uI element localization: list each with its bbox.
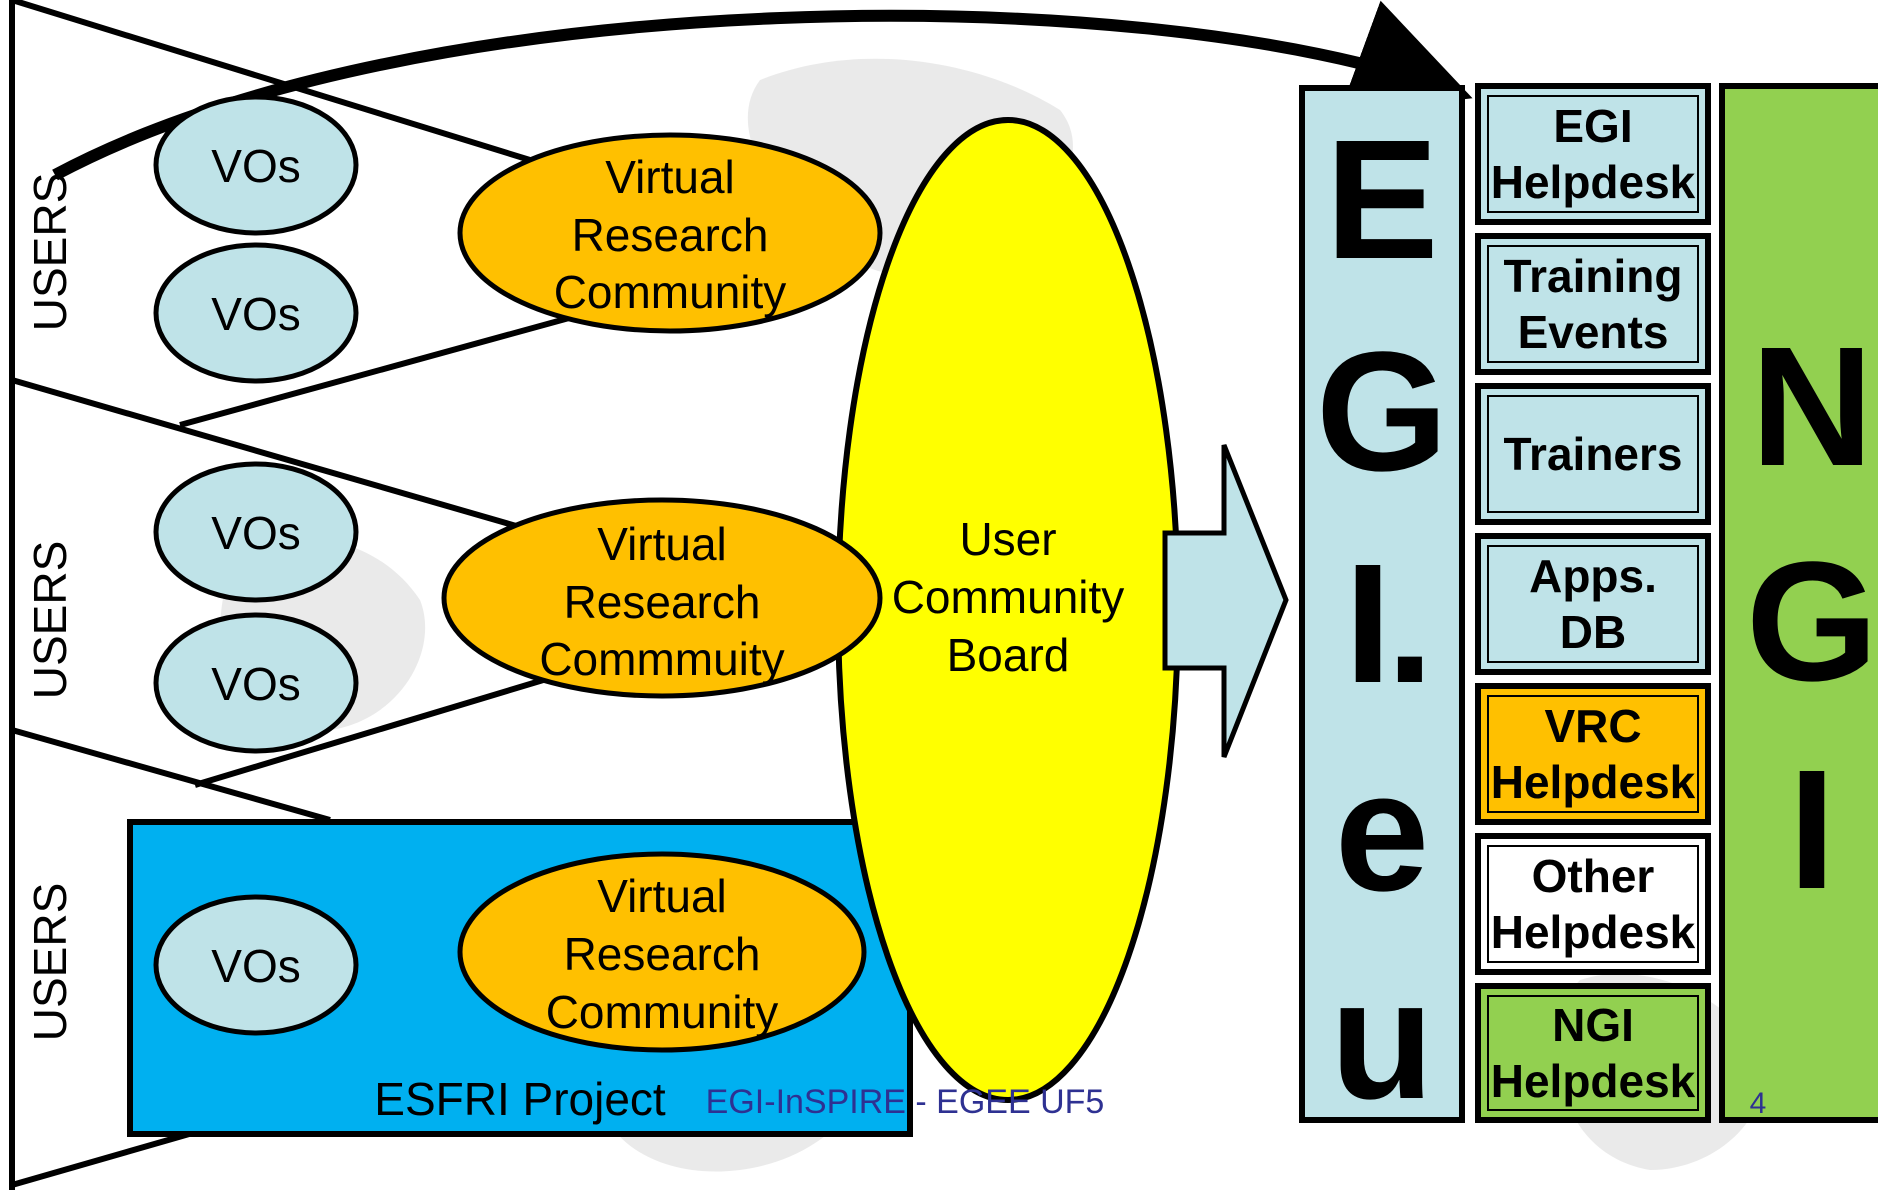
vo-label: VOs [211, 507, 300, 559]
service-label: Helpdesk [1491, 906, 1696, 958]
service-label: Helpdesk [1491, 1055, 1696, 1107]
vo-label: VOs [211, 658, 300, 710]
egi-letter-e-lower: e [1335, 737, 1430, 927]
vo-node: VOs [153, 461, 359, 603]
vo-label: VOs [211, 288, 300, 340]
vrc-middle: Virtual Research Commmuity [441, 497, 883, 699]
vrc-middle-line-1: Virtual [597, 518, 727, 570]
service-box: Apps.DB [1475, 533, 1711, 675]
service-label: Helpdesk [1491, 156, 1696, 208]
service-label: Apps. [1529, 550, 1657, 602]
service-label: NGI [1552, 999, 1634, 1051]
users-label-top: USERS [24, 173, 76, 331]
board-line-2: Community [892, 571, 1125, 623]
egi-letter-g: G [1316, 317, 1448, 507]
service-label: DB [1560, 606, 1626, 658]
vrc-bottom: Virtual Research Community [457, 851, 867, 1053]
ngi-letter-g: G [1746, 527, 1878, 717]
service-label: Helpdesk [1491, 756, 1696, 808]
vrc-top-line-1: Virtual [605, 151, 735, 203]
service-label: Other [1532, 850, 1655, 902]
esfri-label: ESFRI Project [374, 1073, 666, 1125]
users-labels: USERS USERS USERS [24, 173, 76, 1041]
users-label-middle: USERS [24, 541, 76, 699]
vrc-middle-line-3: Commmuity [539, 633, 784, 685]
egi-letter-dot: . [1386, 529, 1433, 719]
board-line-1: User [959, 513, 1056, 565]
funnel-lines [11, 0, 581, 1188]
vrc-middle-line-2: Research [564, 576, 761, 628]
footer-text: EGI-InSPIRE - EGEE UF5 [706, 1083, 1105, 1121]
vo-node: VOs [153, 94, 359, 236]
vo-node: VOs [153, 894, 359, 1036]
egi-letter-u: u [1330, 945, 1434, 1135]
vo-group: VOs VOs VOs VOs VOs [153, 94, 359, 1036]
user-community-board: User Community Board [835, 117, 1181, 1103]
block-arrow [1162, 444, 1289, 758]
vrc-top-line-3: Community [554, 266, 787, 318]
vo-label: VOs [211, 940, 300, 992]
vo-node: VOs [153, 242, 359, 384]
vrc-top-line-2: Research [572, 209, 769, 261]
egi-letter-e: E [1325, 105, 1438, 295]
services-stack: EGIHelpdeskTrainingEventsTrainersApps.DB… [1475, 83, 1711, 1123]
vrc-bottom-line-2: Research [564, 928, 761, 980]
vrc-top: Virtual Research Community [457, 132, 883, 334]
ngi-letter-n: N [1751, 312, 1874, 502]
egi-letter-i: I [1344, 529, 1391, 719]
vo-node: VOs [153, 612, 359, 754]
service-label: Trainers [1504, 428, 1683, 480]
ngi-letter-i: I [1788, 735, 1835, 925]
ngi-column: N G I [1719, 83, 1878, 1123]
users-label-bottom: USERS [24, 883, 76, 1041]
service-label: EGI [1553, 100, 1632, 152]
vo-label: VOs [211, 140, 300, 192]
service-label: VRC [1544, 700, 1641, 752]
board-line-3: Board [947, 629, 1070, 681]
service-label: Events [1518, 306, 1669, 358]
vrc-bottom-line-1: Virtual [597, 870, 727, 922]
page-number: 4 [1750, 1087, 1767, 1120]
service-label: Training [1504, 250, 1683, 302]
service-box: Trainers [1475, 383, 1711, 525]
egi-eu-column: E G I . e u [1299, 85, 1465, 1135]
vrc-bottom-line-3: Community [546, 986, 779, 1038]
